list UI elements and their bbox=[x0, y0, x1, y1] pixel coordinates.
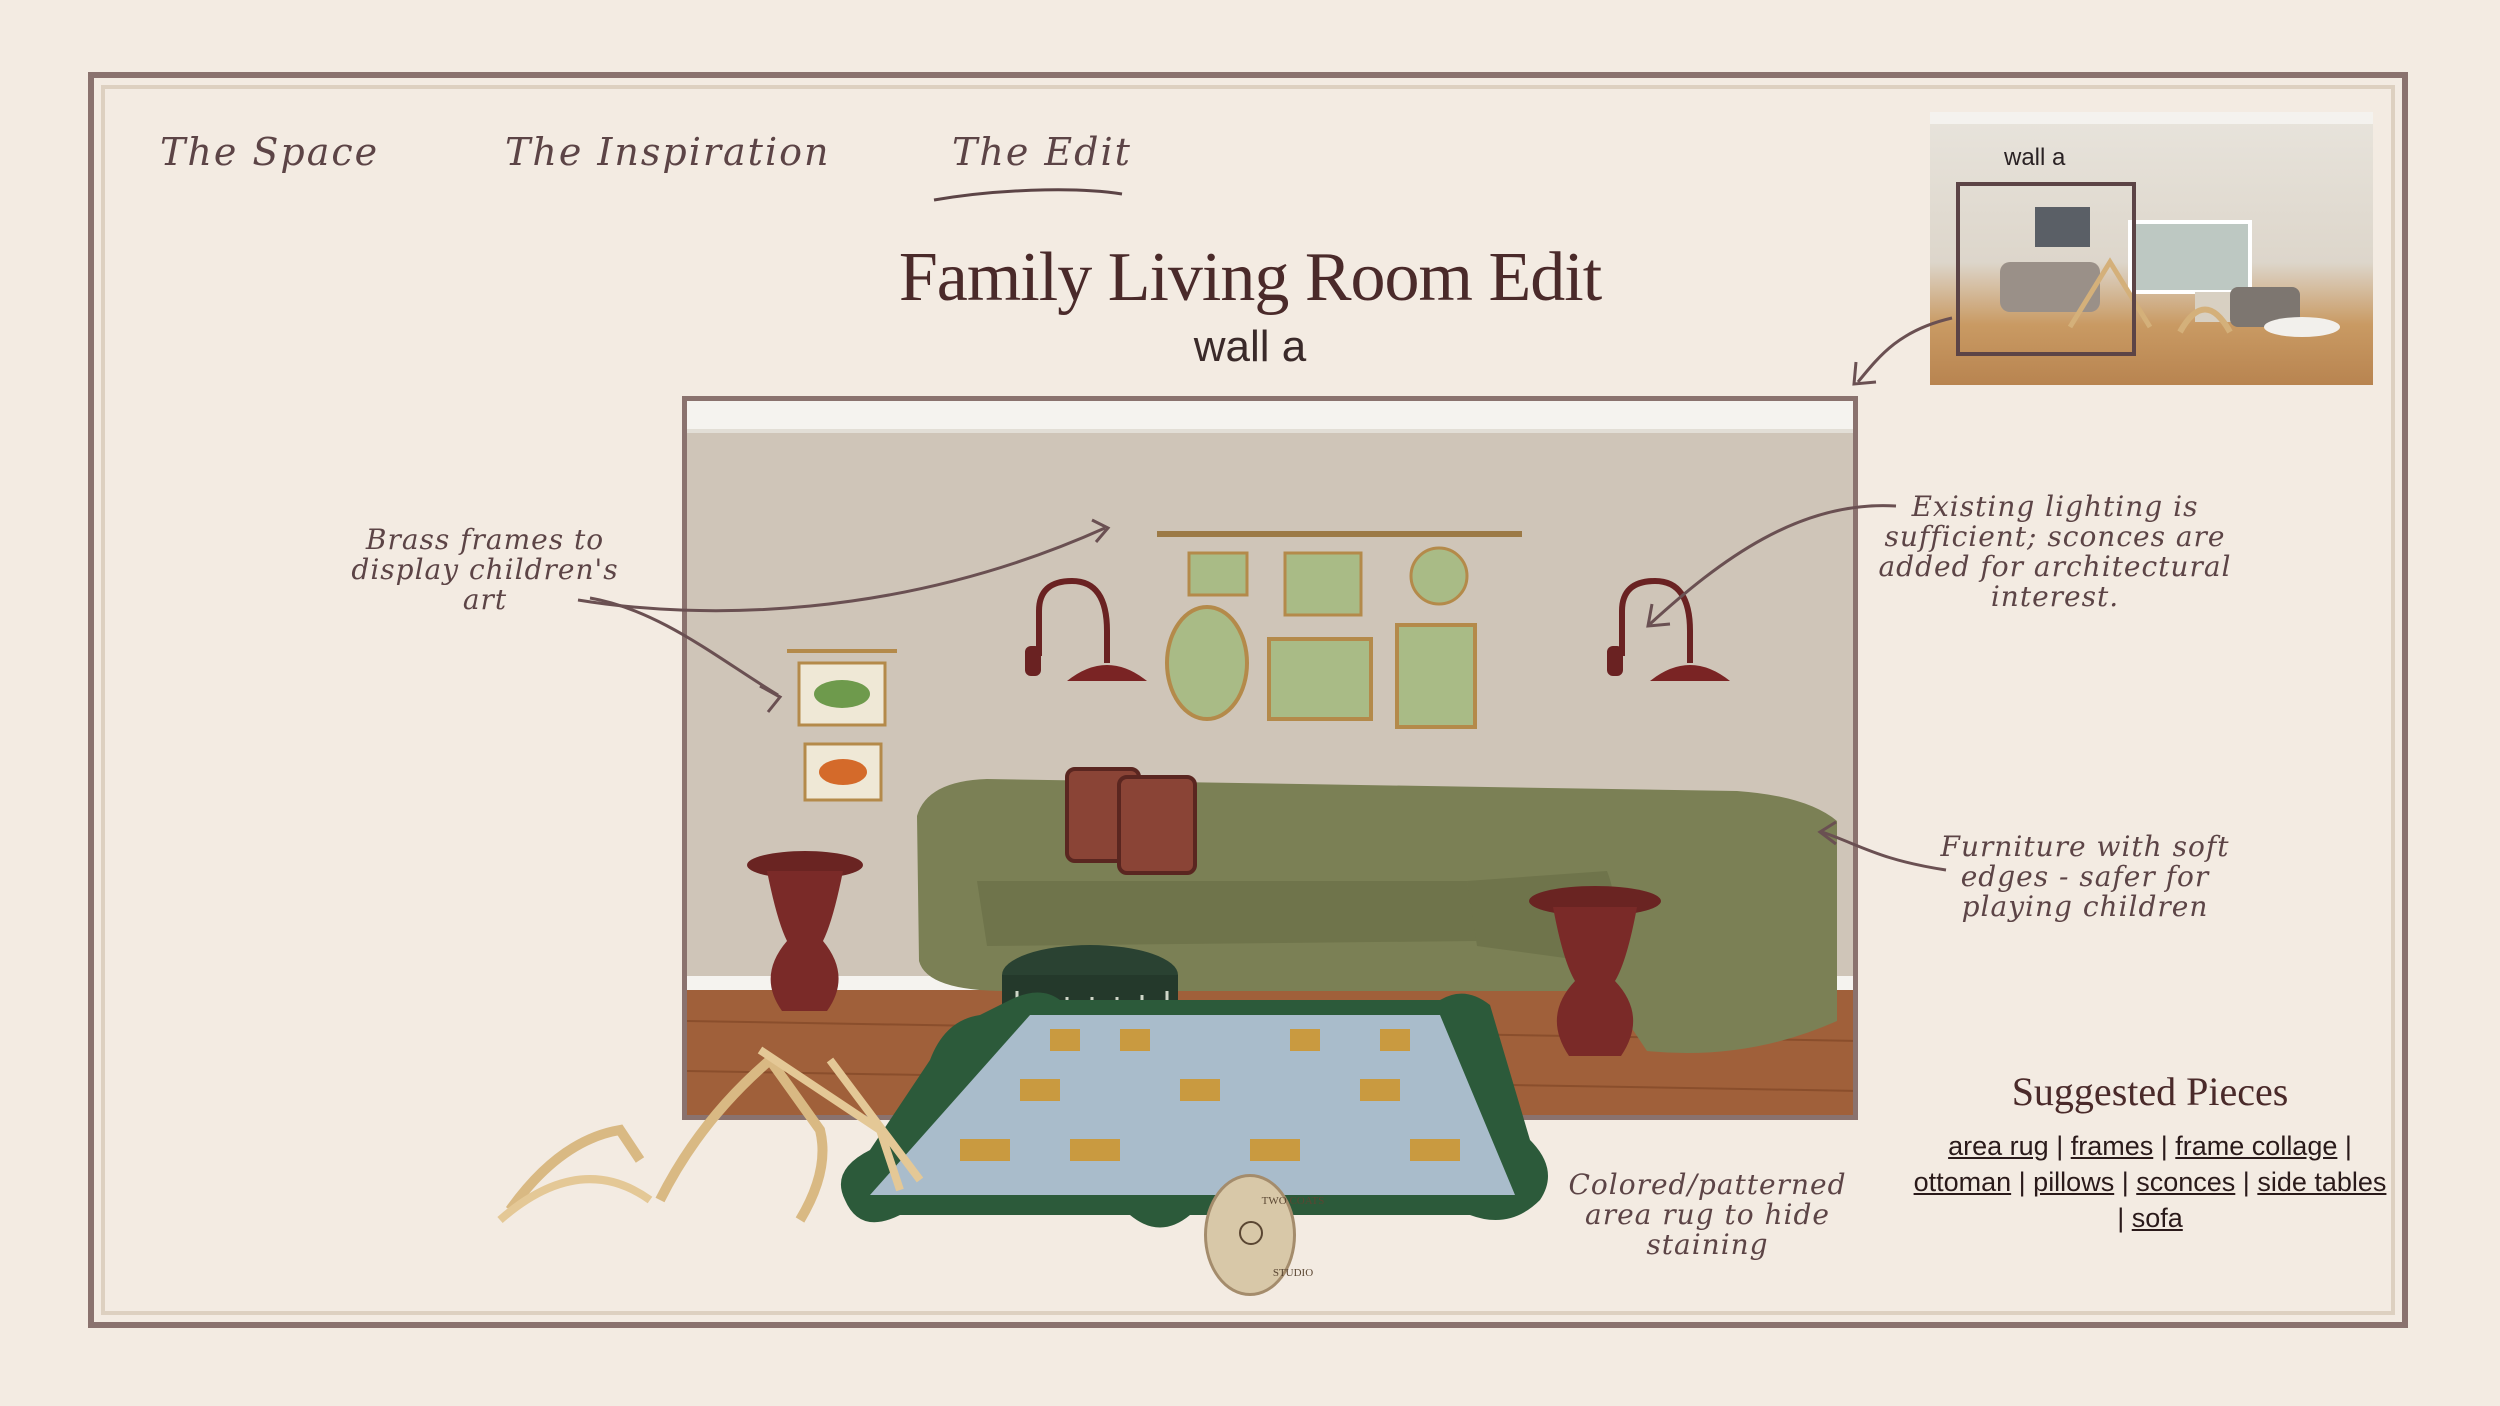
link-side-tables[interactable]: side tables bbox=[2257, 1167, 2387, 1197]
design-scene bbox=[682, 396, 1858, 1120]
arrow-furniture bbox=[1821, 830, 1947, 872]
logo-top-text: TWO COATS bbox=[1261, 1195, 1325, 1207]
reference-photo bbox=[1930, 112, 2373, 385]
collage-frame bbox=[1283, 551, 1363, 617]
studio-logo: TWO COATS STUDIO bbox=[1204, 1174, 1324, 1296]
arrow-lighting bbox=[1648, 504, 1897, 626]
collage-frame bbox=[1409, 546, 1469, 606]
note-rug: Colored/patterned area rug to hide stain… bbox=[1568, 1168, 1847, 1261]
sconce-right bbox=[1619, 577, 1693, 663]
logo-bottom-text: STUDIO bbox=[1272, 1267, 1314, 1279]
flower-icon bbox=[1239, 1221, 1263, 1245]
arrow-frames-right bbox=[577, 526, 1106, 613]
arrow-photo bbox=[1856, 316, 1953, 383]
collage-frame bbox=[1165, 605, 1249, 721]
note-furniture: Furniture with soft edges - safer for pl… bbox=[1940, 830, 2230, 923]
room-scene-illustration bbox=[687, 401, 1853, 1115]
annotation-arrows bbox=[577, 316, 1953, 872]
nav-active-underline bbox=[933, 188, 1123, 202]
pillow-2 bbox=[1117, 775, 1197, 875]
collage-frame bbox=[1267, 637, 1373, 721]
nav-the-edit[interactable]: The Edit bbox=[952, 130, 1132, 174]
sconce-left bbox=[1036, 577, 1110, 663]
climbing-arch bbox=[505, 1124, 645, 1213]
collage-frame bbox=[1395, 623, 1477, 729]
link-ottoman[interactable]: ottoman bbox=[1913, 1167, 2012, 1197]
note-lighting: Existing lighting is sufficient; sconces… bbox=[1878, 490, 2232, 613]
suggested-pieces-list: area rug | frames | frame collage | otto… bbox=[1913, 1131, 2387, 1233]
collage-frame bbox=[1187, 551, 1249, 597]
link-pillows[interactable]: pillows bbox=[2033, 1167, 2115, 1197]
wall-a-highlight-box bbox=[1956, 182, 2136, 356]
link-area-rug[interactable]: area rug bbox=[1948, 1131, 2049, 1161]
photo-wall-label: wall a bbox=[2004, 144, 2066, 171]
link-frames[interactable]: frames bbox=[2070, 1131, 2154, 1161]
nav-the-inspiration[interactable]: The Inspiration bbox=[505, 130, 831, 174]
room-photo-illustration bbox=[1930, 112, 2373, 356]
link-frame-collage[interactable]: frame collage bbox=[2175, 1131, 2338, 1161]
crown-molding bbox=[687, 401, 1853, 429]
link-sofa[interactable]: sofa bbox=[2131, 1203, 2183, 1233]
suggested-pieces-title: Suggested Pieces bbox=[2011, 1069, 2289, 1114]
page-title: Family Living Room Edit bbox=[898, 239, 1602, 316]
link-sconces[interactable]: sconces bbox=[2136, 1167, 2236, 1197]
page-subtitle: wall a bbox=[1193, 322, 1307, 371]
arrow-frames-left bbox=[589, 596, 779, 697]
outer-frame bbox=[88, 72, 2408, 1328]
nav-the-space[interactable]: The Space bbox=[160, 130, 380, 174]
note-brass-frames: Brass frames to display children's art bbox=[351, 523, 619, 616]
pikler-triangle bbox=[655, 1052, 828, 1223]
